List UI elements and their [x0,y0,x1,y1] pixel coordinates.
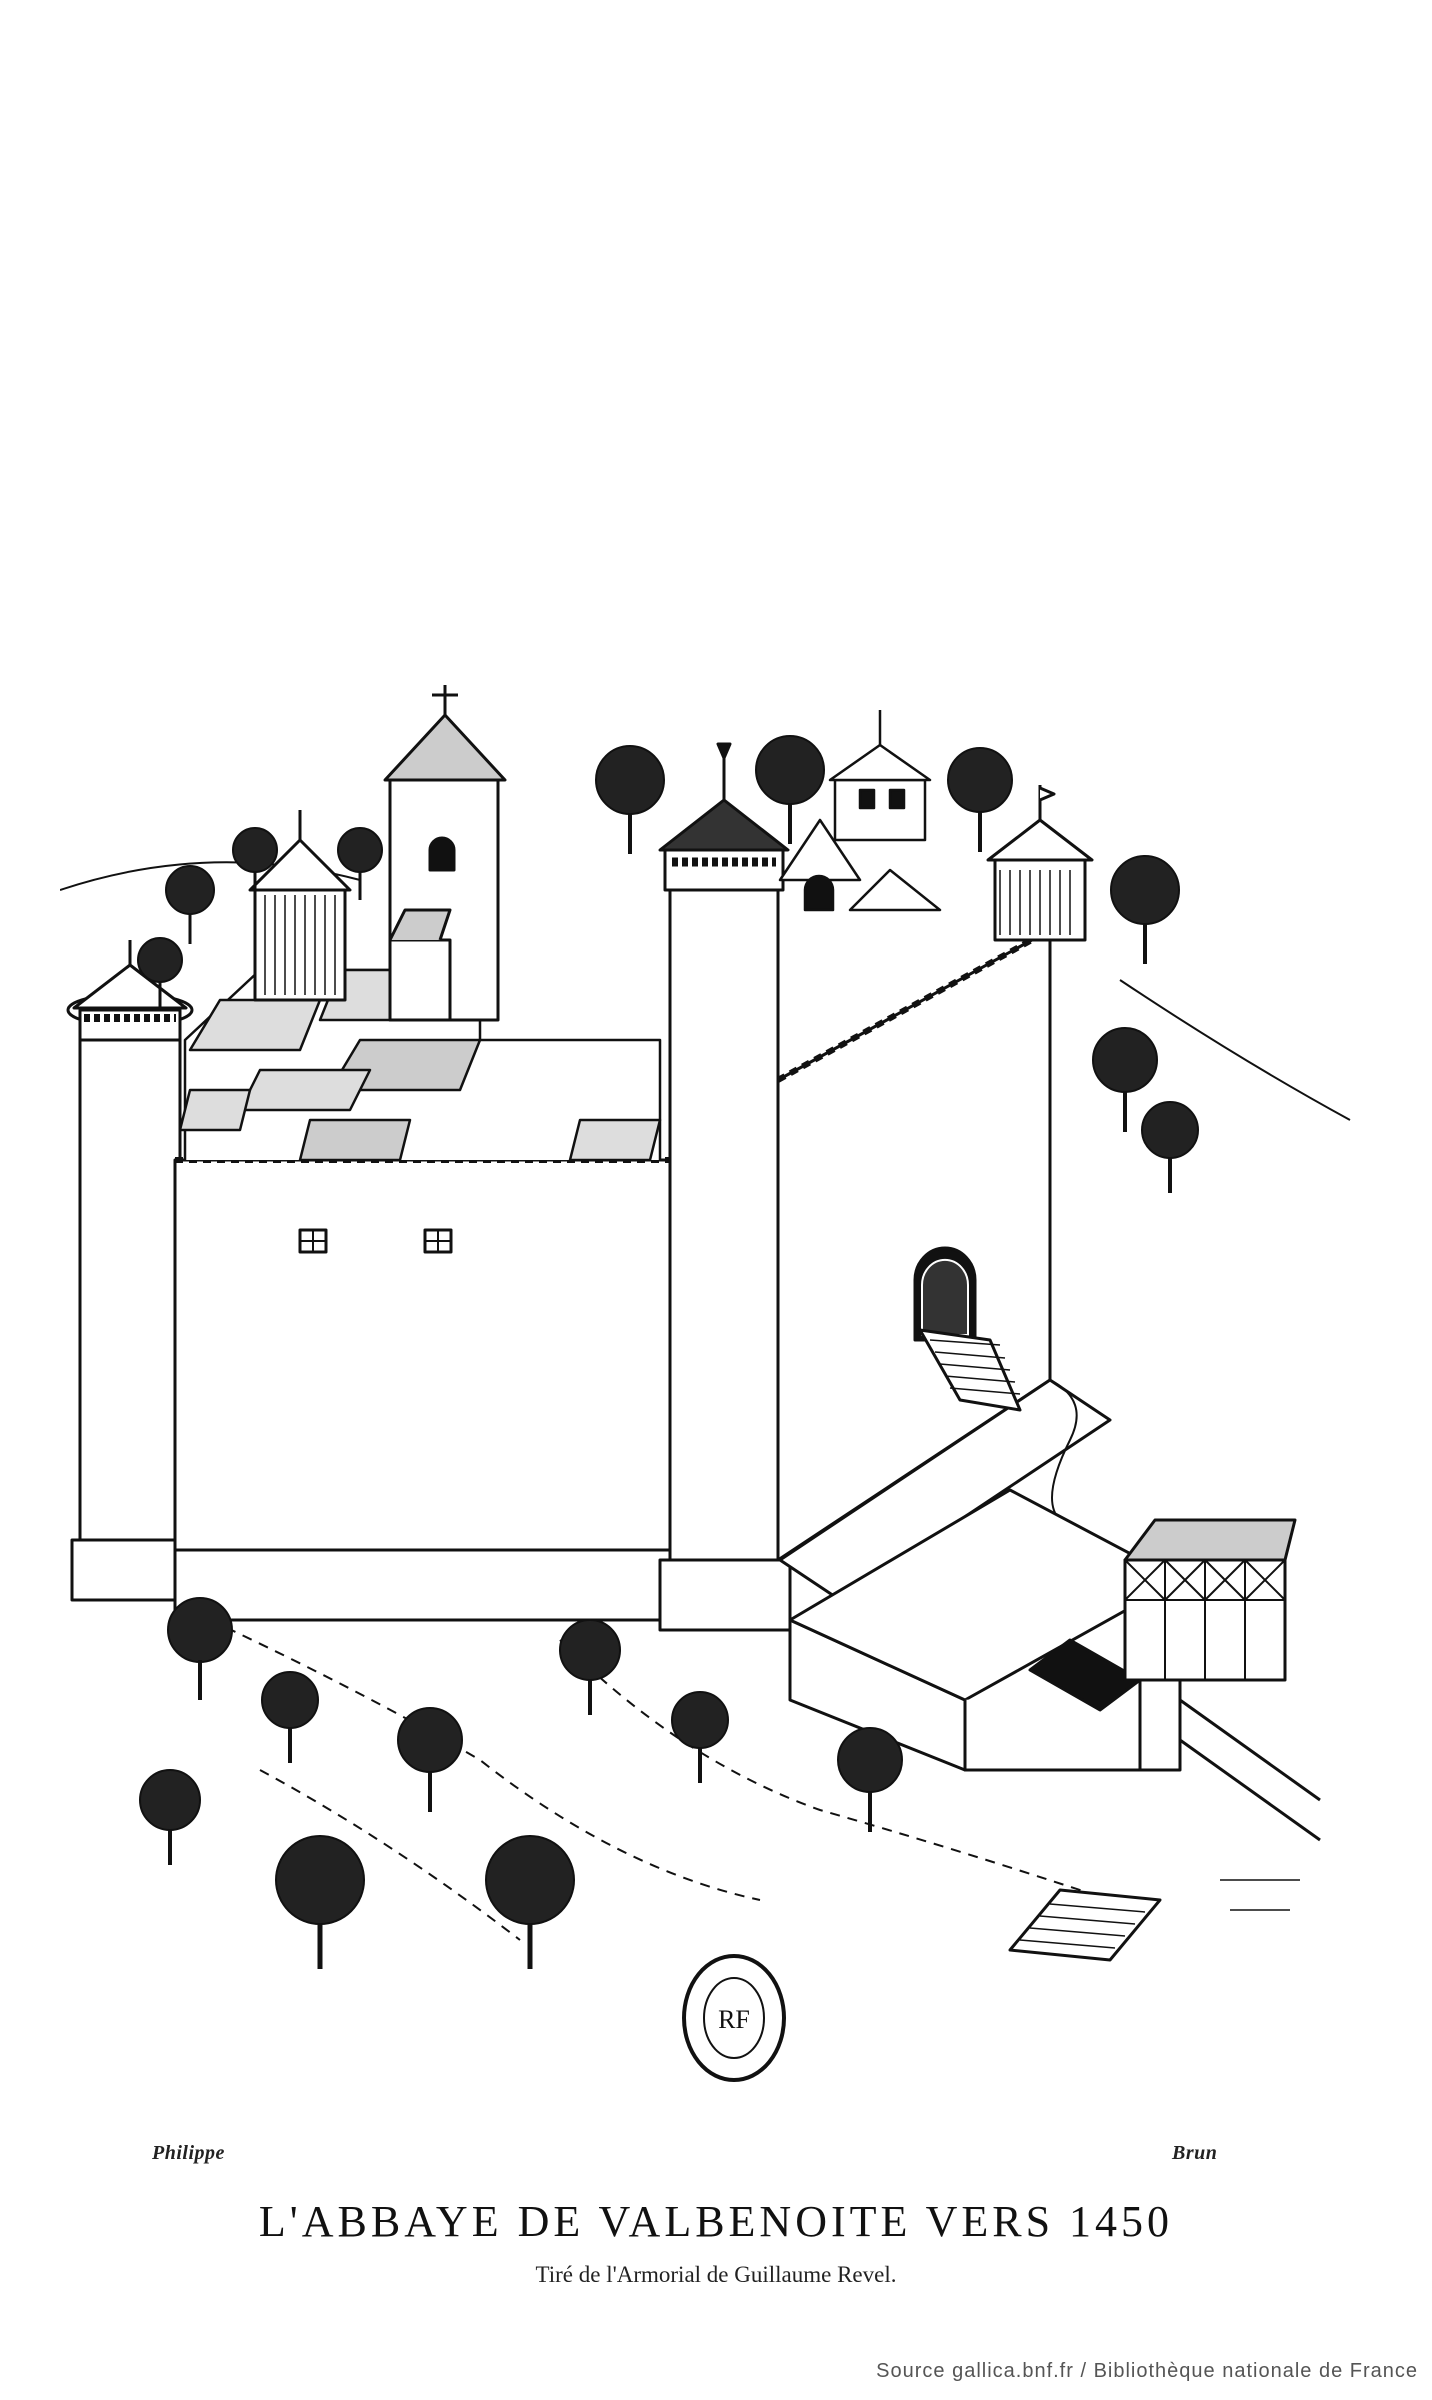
tree [165,865,215,944]
bell-tower [383,685,507,1022]
source-attribution: Source gallica.bnf.fr / Bibliothèque nat… [876,2360,1418,2382]
tree [397,1707,463,1812]
stamp-monogram: RF [718,2005,750,2034]
tree [755,735,825,844]
tree [337,827,383,900]
ramp-and-gatehouse [778,1328,1321,1842]
tree [275,1835,365,1969]
left-tower [66,940,194,1602]
tree [559,1619,621,1715]
back-tower-left [248,810,352,1002]
tree [261,1671,319,1763]
tree [595,745,665,854]
tree [167,1597,233,1700]
plate-subtitle: Tiré de l'Armorial de Guillaume Revel. [535,2262,897,2287]
tree [947,747,1013,852]
back-towers [778,710,942,912]
ground-paths [209,1619,1111,1941]
library-stamp: RF [682,1954,786,2082]
footbridge [1008,1879,1300,1962]
tree [1110,855,1180,964]
right-tower [986,785,1094,942]
tree [232,827,278,900]
tree [137,937,183,1010]
trees [137,735,1199,1969]
tree [485,1835,575,1969]
tree [671,1691,729,1783]
tree [837,1727,903,1832]
front-wall [173,1157,717,1622]
abbey-engraving [60,685,1351,1969]
credit-artist: Philippe [152,2142,225,2164]
plate-title: L'ABBAYE DE VALBENOITE VERS 1450 [258,2197,1174,2246]
credit-engraver: Brun [1172,2142,1218,2164]
tree [139,1769,201,1865]
tree [1092,1027,1158,1132]
tree [1141,1101,1199,1193]
central-tower [658,742,792,1632]
